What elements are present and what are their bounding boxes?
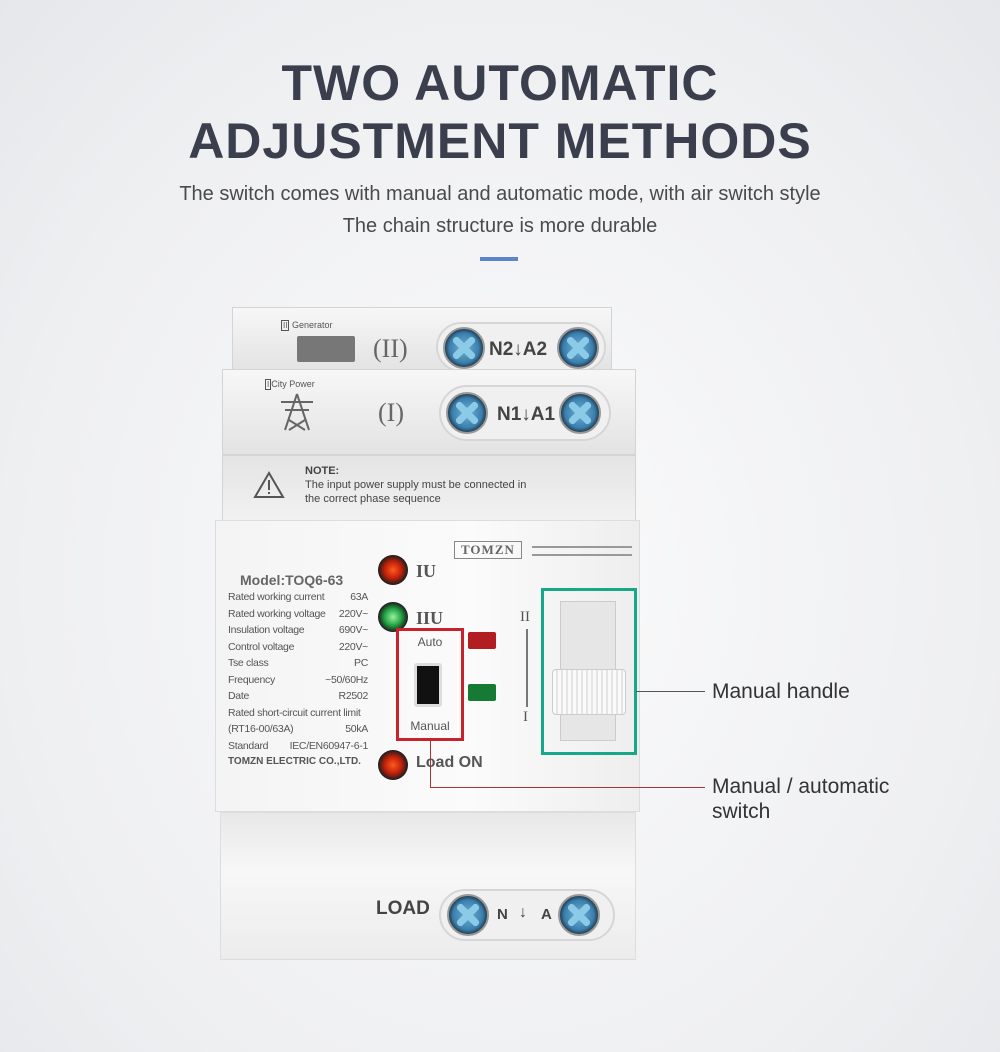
screw-icon (558, 894, 600, 936)
position-i-label: I (523, 709, 528, 725)
note-line-1: The input power supply must be connected… (305, 479, 527, 491)
terminal-1-label: N1↓A1 (497, 404, 556, 425)
callout-manual-handle: Manual handle (712, 680, 850, 703)
led-source-1-label: IU (416, 561, 437, 581)
generator-icon (297, 336, 355, 362)
model-label: Model:TOQ6-63 (240, 572, 344, 588)
load-label: LOAD (376, 898, 430, 919)
subtitle-line-1: The switch comes with manual and automat… (179, 183, 821, 205)
generator-module: II Generator (II) N2↓A2 (232, 307, 612, 372)
main-body: TOMZN Model:TOQ6-63 Rated working curren… (215, 520, 640, 812)
brand-logo: TOMZN (454, 541, 522, 559)
generator-label: II Generator (281, 320, 333, 331)
led-load-on (378, 750, 408, 780)
warning-icon (253, 471, 285, 498)
manual-label: Manual (410, 719, 450, 733)
mode-switch-highlight: Auto Manual (396, 628, 464, 741)
brand-stripes (532, 546, 632, 556)
switch-callout-line (430, 740, 431, 788)
spec-row: Rated short-circuit current limit (228, 706, 361, 719)
manual-handle[interactable] (552, 669, 626, 715)
source-1-symbol: (I) (378, 398, 404, 427)
maker-label: TOMZN ELECTRIC CO.,LTD. (228, 756, 361, 767)
load-a-label: A (541, 906, 552, 923)
power-tower-icon (281, 393, 313, 431)
led-source-2-label: IIU (416, 608, 444, 628)
led-load-on-label: Load ON (416, 754, 483, 771)
led-source-2 (378, 602, 408, 632)
position-ii-label: II (520, 609, 530, 625)
title-line-2: ADJUSTMENT METHODS (188, 113, 812, 169)
manual-handle-highlight (541, 588, 637, 755)
mode-switch[interactable] (414, 663, 442, 707)
title-line-1: TWO AUTOMATIC (281, 55, 719, 111)
load-module: LOAD N ↓ A (220, 812, 636, 960)
note-panel: NOTE: The input power supply must be con… (222, 455, 636, 523)
spec-row: (RT16-00/63A)50kA (228, 723, 368, 735)
callout-switch-line-2: switch (712, 800, 771, 823)
indicator-green (468, 684, 496, 701)
screw-icon (557, 327, 599, 369)
screw-icon (447, 894, 489, 936)
screw-icon (559, 392, 601, 434)
position-arrow (526, 629, 528, 707)
subtitle-line-2: The chain structure is more durable (342, 215, 658, 237)
note-title: NOTE: (305, 465, 340, 477)
auto-label: Auto (417, 635, 443, 649)
spec-row: Frequency~50/60Hz (228, 673, 368, 686)
terminal-2-label: N2↓A2 (489, 339, 548, 360)
load-n-label: N (497, 906, 508, 923)
source-2-symbol: (II) (373, 334, 408, 363)
switch-callout-line (430, 787, 705, 788)
indicator-red (468, 632, 496, 649)
screw-icon (446, 392, 488, 434)
screw-icon (443, 327, 485, 369)
led-source-1 (378, 555, 408, 585)
load-arrow: ↓ (519, 904, 527, 921)
callout-switch-line-1: Manual / automatic (712, 775, 890, 798)
handle-callout-line (636, 691, 705, 692)
accent-divider (480, 257, 518, 261)
note-line-2: the correct phase sequence (305, 493, 441, 505)
